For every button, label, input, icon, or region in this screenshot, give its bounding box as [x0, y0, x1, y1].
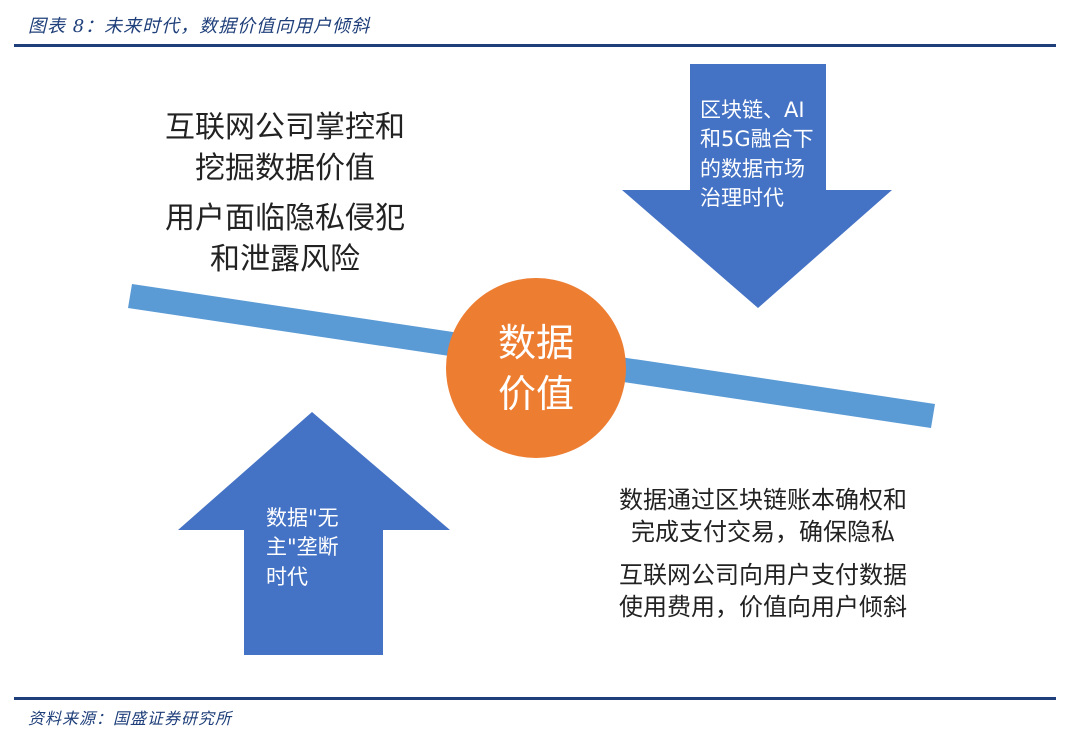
text-line: 时代	[266, 564, 308, 589]
up-arrow-label: 数据"无 主"垄断 时代	[266, 504, 366, 592]
text-line: 数据	[497, 320, 574, 365]
text-line: 数据通过区块链账本确权和	[619, 486, 907, 514]
internet-company-text: 互联网公司掌控和 挖掘数据价值 用户面临隐私侵犯 和泄露风险	[130, 108, 440, 280]
value-circle	[446, 278, 626, 458]
data-value-label: 数据 价值	[446, 294, 626, 444]
figure-title: 图表 8：未来时代，数据价值向用户倾斜	[28, 16, 371, 37]
up-arrow	[178, 412, 450, 655]
down-arrow-label: 区块链、AI 和5G融合下 的数据市场 治理时代	[700, 96, 828, 214]
bottom-rule	[14, 697, 1056, 700]
text-line: 和泄露风险	[210, 241, 360, 277]
text-line: 互联网公司向用户支付数据	[619, 560, 907, 589]
text-line: 和5G融合下	[700, 127, 814, 152]
source-note: 资料来源：国盛证券研究所	[28, 709, 233, 728]
text-line: 互联网公司掌控和	[165, 110, 405, 145]
down-arrow	[622, 64, 892, 308]
text-line: 挖掘数据价值	[195, 150, 375, 186]
top-rule	[14, 44, 1056, 47]
text-line: 完成支付交易，确保隐私	[631, 518, 895, 547]
text-line: 价值	[497, 372, 574, 416]
text-line: 主"垄断	[266, 535, 339, 560]
text-line: 的数据市场	[700, 156, 805, 181]
blockchain-future-text: 数据通过区块链账本确权和 完成支付交易，确保隐私 互联网公司向用户支付数据 使用…	[578, 484, 948, 624]
text-line: 治理时代	[700, 186, 784, 211]
text-line: 数据"无	[266, 506, 339, 530]
text-line: 用户面临隐私侵犯	[165, 201, 405, 236]
text-line: 使用费用，价值向用户倾斜	[619, 593, 907, 622]
text-line: 区块链、AI	[700, 98, 805, 122]
